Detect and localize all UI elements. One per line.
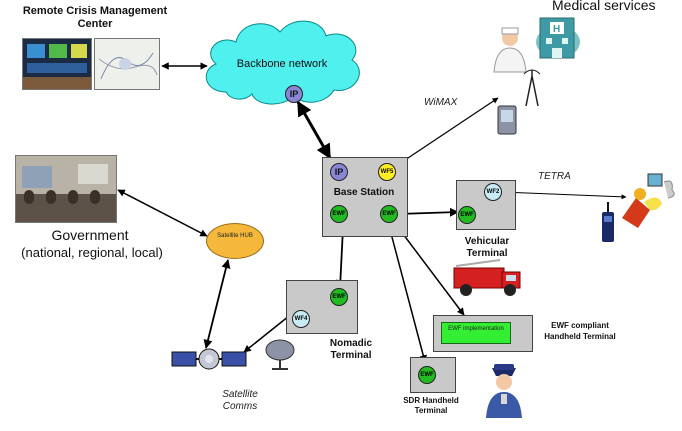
tetra-devices	[602, 173, 675, 242]
link-gov-hub	[117, 189, 208, 237]
ewf-implementation-label: EWF implementation	[448, 326, 504, 332]
vehicular-terminal-label: Vehicular Terminal	[464, 236, 510, 259]
doctor-icon	[493, 27, 527, 73]
nomadic-terminal-label: Nomadic Terminal	[329, 338, 373, 361]
sdr-terminal-box	[410, 357, 456, 393]
backbone-ip-badge: IP	[285, 85, 303, 103]
medical-services-icons: H	[493, 17, 580, 135]
sdr-terminal-label: SDR Handheld Terminal	[403, 396, 459, 415]
fire-truck-icon	[453, 259, 521, 296]
base-station-ip-badge: IP	[330, 163, 348, 181]
satellite-icon	[171, 348, 247, 370]
satellite-comms-label: Satellite Comms	[222, 389, 258, 412]
medical-services-label: Medical services	[552, 0, 656, 13]
backbone-label: Backbone network	[236, 58, 328, 70]
satellite-dish-icon	[265, 339, 295, 370]
link-satellite-nomadic	[243, 311, 295, 353]
svg-text:H: H	[553, 24, 560, 35]
link-bs-sdr	[386, 221, 427, 363]
nomadic-wf4-badge: WF4	[292, 310, 310, 328]
vehicular-ewf-badge: EWF	[458, 206, 476, 224]
link-bs-ewf-handheld	[393, 221, 465, 316]
antenna-icon	[523, 69, 541, 107]
government-sub-label: (national, regional, local)	[21, 245, 163, 260]
firefighter-icon	[622, 173, 675, 228]
hospital-icon: H	[536, 17, 580, 59]
satellite-hub-label: Satellite HUB	[217, 233, 253, 239]
tetra-label: TETRA	[538, 171, 571, 182]
base-station-ewf-badge-right: EWF	[380, 205, 398, 223]
base-station-wf5-badge: WF5	[378, 163, 396, 181]
sdr-ewf-badge: EWF	[418, 366, 436, 384]
link-hub-satellite	[203, 259, 231, 349]
link-backbone-basestation	[296, 100, 332, 160]
remote-crisis-label: Remote Crisis Management Center	[22, 5, 168, 30]
satellite-hub-node	[206, 223, 264, 259]
pda-icon	[497, 105, 517, 135]
government-photo	[15, 155, 117, 223]
control-room-photo	[22, 38, 92, 90]
link-bs-nomadic	[335, 227, 348, 289]
link-bs-vehicular	[397, 207, 459, 219]
map-photo	[94, 38, 160, 90]
government-label: Government	[51, 227, 129, 243]
ewf-compliant-label: EWF compliant Handheld Terminal	[544, 321, 616, 341]
tetra-radio-icon	[602, 202, 614, 242]
police-officer-icon	[486, 364, 522, 418]
base-station-label: Base Station	[333, 187, 395, 198]
link-tetra	[501, 189, 627, 200]
nomadic-ewf-badge: EWF	[330, 288, 348, 306]
base-station-ewf-badge-left: EWF	[330, 205, 348, 223]
link-wimax	[392, 97, 499, 169]
wimax-label: WiMAX	[424, 97, 458, 108]
ewf-implementation-box	[441, 322, 511, 344]
backbone-cloud	[205, 20, 360, 105]
vehicular-wf2-badge: WF2	[484, 183, 502, 201]
